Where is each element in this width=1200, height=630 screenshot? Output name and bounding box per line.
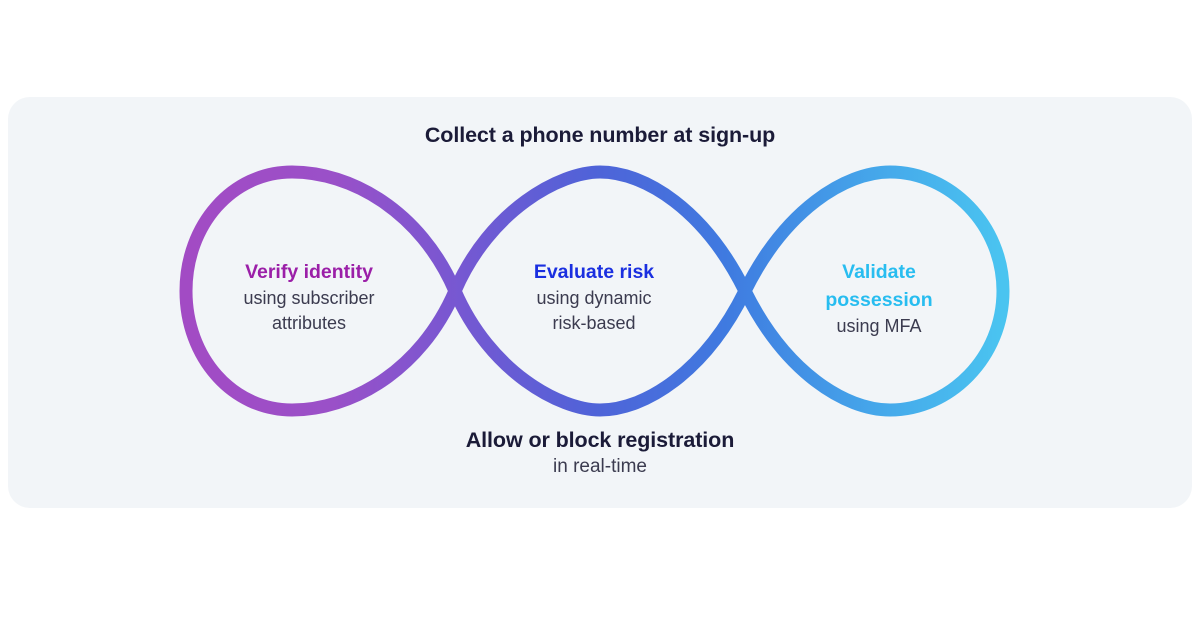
bottom-caption: Allow or block registration: [465, 428, 735, 452]
stage-subtitle-verify-line2: attributes: [271, 313, 347, 333]
bottom-subcaption: in real-time: [553, 456, 647, 477]
stage-title-evaluate: Evaluate risk: [533, 261, 655, 283]
top-caption: Collect a phone number at sign-up: [424, 123, 776, 147]
stage-label-verify: Verify identity using subscriber attribu…: [179, 258, 439, 336]
stage-subtitle-verify-line1: using subscriber: [243, 288, 375, 308]
stage-title-verify: Verify identity: [245, 261, 373, 283]
stage-subtitle-validate-line1: using MFA: [836, 316, 922, 336]
stage-title-validate-line2: possession: [825, 289, 933, 311]
stage-title-validate-line1: Validate: [842, 261, 916, 283]
stage-subtitle-evaluate-line1: using dynamic: [536, 288, 652, 308]
stage-label-evaluate: Evaluate risk using dynamic risk-based: [464, 258, 724, 336]
stage-subtitle-evaluate-line2: risk-based: [552, 313, 636, 333]
stage-label-validate: Validate possession using MFA: [749, 258, 1009, 339]
